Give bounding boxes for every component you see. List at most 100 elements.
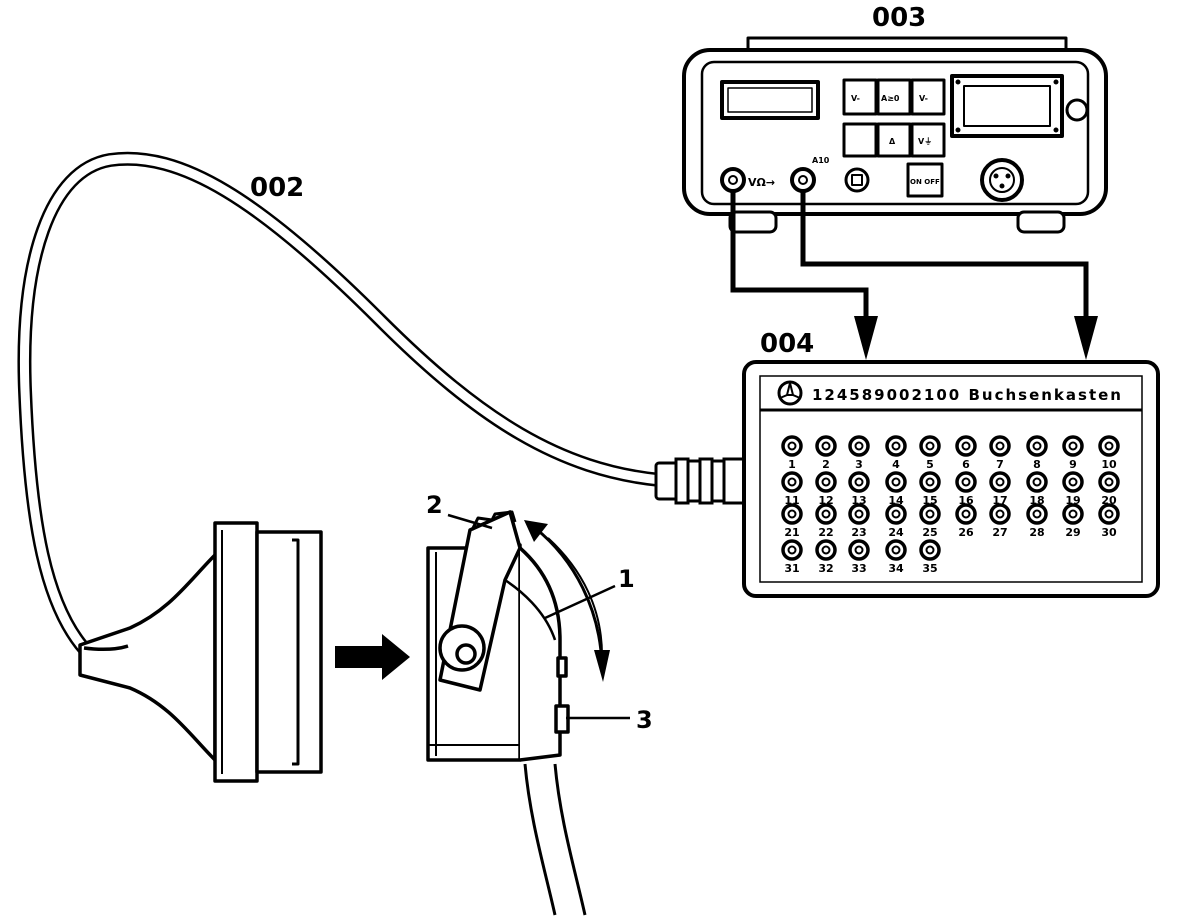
- button-delta-label: Δ: [889, 137, 896, 146]
- button-v-plus[interactable]: [910, 78, 946, 116]
- socket-number-5: 5: [926, 458, 934, 471]
- socket-jack-21[interactable]: 21: [781, 503, 803, 539]
- socket-jack-11[interactable]: 11: [781, 471, 803, 507]
- socket-jack-10[interactable]: 10: [1098, 435, 1120, 471]
- socket-jack-29[interactable]: 29: [1062, 503, 1084, 539]
- socket-number-11: 11: [784, 494, 799, 507]
- socket-jack-27[interactable]: 27: [989, 503, 1011, 539]
- socket-number-3: 3: [855, 458, 863, 471]
- socket-jack-12[interactable]: 12: [815, 471, 837, 507]
- socket-number-20: 20: [1101, 494, 1117, 507]
- socket-jack-31[interactable]: 31: [781, 539, 803, 575]
- socket-number-27: 27: [992, 526, 1007, 539]
- socket-jack-24[interactable]: 24: [885, 503, 907, 539]
- socket-number-4: 4: [892, 458, 900, 471]
- jack-right-label: A10: [812, 156, 830, 165]
- power-switch[interactable]: [906, 162, 944, 198]
- label-part-3: 3: [636, 706, 653, 734]
- socket-number-18: 18: [1029, 494, 1044, 507]
- insertion-arrow: [335, 634, 410, 680]
- socket-jack-17[interactable]: 17: [989, 471, 1011, 507]
- jack-left-label: VΩ→: [748, 176, 775, 189]
- socket-jack-13[interactable]: 13: [848, 471, 870, 507]
- callout-leaders: [447, 513, 630, 720]
- socket-jack-28[interactable]: 28: [1026, 503, 1048, 539]
- button-blank[interactable]: [842, 122, 878, 158]
- button-a-label: A≥0: [881, 94, 900, 103]
- probe-leads: [730, 192, 1089, 320]
- socket-number-7: 7: [996, 458, 1004, 471]
- control-unit-cable: [523, 763, 587, 916]
- socket-jack-25[interactable]: 25: [919, 503, 941, 539]
- socket-jack-18[interactable]: 18: [1026, 471, 1048, 507]
- label-part-1: 1: [618, 565, 635, 593]
- socket-jack-26[interactable]: 26: [955, 503, 977, 539]
- socket-number-14: 14: [888, 494, 904, 507]
- socket-jack-32[interactable]: 32: [815, 539, 837, 575]
- socket-number-21: 21: [784, 526, 799, 539]
- socket-jack-5[interactable]: 5: [919, 435, 941, 471]
- control-unit-connector: [426, 510, 570, 762]
- socket-number-23: 23: [851, 526, 866, 539]
- socket-jack-2[interactable]: 2: [815, 435, 837, 471]
- button-v-ground-label: V⏚: [918, 137, 932, 146]
- probe-arrow-right: [1074, 316, 1098, 360]
- rotation-arrowhead-bottom: [594, 650, 610, 682]
- button-delta[interactable]: [876, 122, 912, 158]
- button-v-ground[interactable]: [910, 122, 946, 158]
- adjust-knob[interactable]: [1065, 98, 1089, 122]
- socket-jack-7[interactable]: 7: [989, 435, 1011, 471]
- socket-number-30: 30: [1101, 526, 1117, 539]
- button-v-minus-label: V-: [851, 94, 860, 103]
- socket-jack-3[interactable]: 3: [848, 435, 870, 471]
- socket-number-33: 33: [851, 562, 866, 575]
- button-a[interactable]: [876, 78, 912, 116]
- socket-number-32: 32: [818, 562, 833, 575]
- cable-adapter-connector: [78, 521, 323, 783]
- socket-jack-16[interactable]: 16: [955, 471, 977, 507]
- socket-jack-4[interactable]: 4: [885, 435, 907, 471]
- probe-arrow-left: [854, 316, 878, 360]
- label-cable-002: 002: [250, 173, 304, 203]
- socket-number-17: 17: [992, 494, 1007, 507]
- button-v-minus[interactable]: [842, 78, 878, 116]
- socket-number-22: 22: [818, 526, 833, 539]
- socket-jack-19[interactable]: 19: [1062, 471, 1084, 507]
- socket-number-9: 9: [1069, 458, 1077, 471]
- power-switch-label: ON OFF: [910, 178, 940, 186]
- socket-jack-8[interactable]: 8: [1026, 435, 1048, 471]
- socket-jack-35[interactable]: 35: [919, 539, 941, 575]
- socket-number-31: 31: [784, 562, 799, 575]
- socket-number-10: 10: [1101, 458, 1117, 471]
- socket-number-24: 24: [888, 526, 904, 539]
- socket-number-2: 2: [822, 458, 830, 471]
- socket-jack-14[interactable]: 14: [885, 471, 907, 507]
- socket-number-16: 16: [958, 494, 974, 507]
- socket-jack-9[interactable]: 9: [1062, 435, 1084, 471]
- test-cable: [17, 151, 661, 660]
- cable-plug: [654, 457, 746, 505]
- socket-jack-15[interactable]: 15: [919, 471, 941, 507]
- socket-jack-34[interactable]: 34: [885, 539, 907, 575]
- button-v-plus-label: V-: [919, 94, 928, 103]
- rotation-arrowhead-top: [524, 520, 548, 542]
- label-multimeter-003: 003: [872, 3, 926, 33]
- label-socket-box-004: 004: [760, 329, 814, 359]
- socket-jack-23[interactable]: 23: [848, 503, 870, 539]
- socket-number-6: 6: [962, 458, 970, 471]
- socket-number-34: 34: [888, 562, 904, 575]
- socket-number-25: 25: [922, 526, 937, 539]
- socket-jack-20[interactable]: 20: [1098, 471, 1120, 507]
- socket-number-35: 35: [922, 562, 937, 575]
- socket-jack-33[interactable]: 33: [848, 539, 870, 575]
- socket-jack-22[interactable]: 22: [815, 503, 837, 539]
- multimeter: [682, 36, 1108, 234]
- brand-logo-icon: [777, 380, 803, 406]
- multimeter-button-labels: V- A≥0 V- Δ V⏚ ON OFF VΩ→ A10: [748, 94, 940, 189]
- socket-number-19: 19: [1065, 494, 1080, 507]
- socket-jack-1[interactable]: 1: [781, 435, 803, 471]
- socket-jack-6[interactable]: 6: [955, 435, 977, 471]
- socket-number-13: 13: [851, 494, 866, 507]
- socket-jack-30[interactable]: 30: [1098, 503, 1120, 539]
